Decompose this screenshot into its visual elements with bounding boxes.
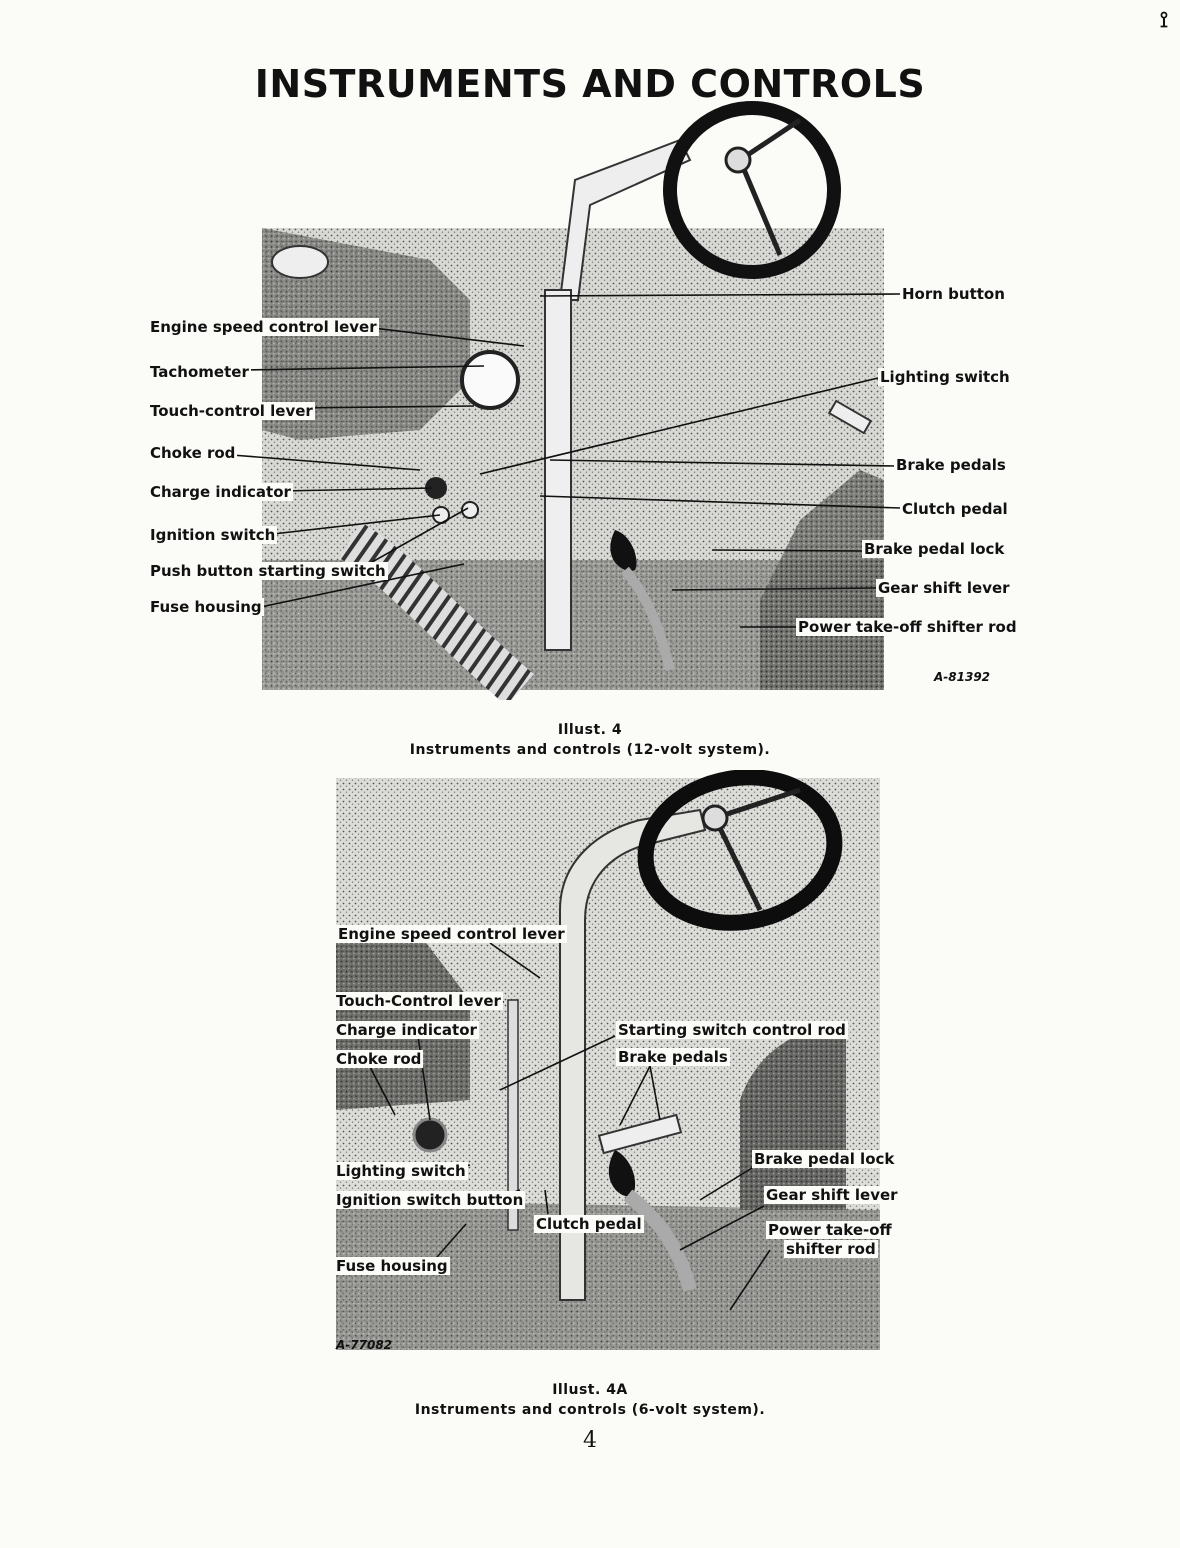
label-4a-brake-pedals: Brake pedals [616,1048,730,1066]
label-4a-power-take-off: Power take-off [766,1221,894,1239]
label-brake-pedals: Brake pedals [894,456,1008,474]
label-engine-speed-control-lever: Engine speed control lever [148,318,379,336]
illustration-4a: Engine speed control lever Touch-Control… [0,770,1180,1360]
illustration-4a-drawing [336,770,880,1350]
label-brake-pedal-lock: Brake pedal lock [862,540,1007,558]
label-4a-brake-pedal-lock: Brake pedal lock [752,1150,897,1168]
label-touch-control-lever: Touch-control lever [148,402,315,420]
label-fuse-housing: Fuse housing [148,598,264,616]
figure-code: A-81392 [934,670,991,684]
label-4a-charge-indicator: Charge indicator [334,1021,479,1039]
label-ignition-switch: Ignition switch [148,526,278,544]
illustration-4-drawing [231,101,901,700]
label-4a-engine-speed-control-lever: Engine speed control lever [336,925,567,943]
figure-code-4a: A-77082 [336,1338,393,1352]
label-4a-touch-control-lever: Touch-Control lever [334,992,503,1010]
label-4a-fuse-housing: Fuse housing [334,1257,450,1275]
label-gear-shift-lever: Gear shift lever [876,579,1012,597]
label-charge-indicator: Charge indicator [148,483,293,501]
illustration-4: Horn button Engine speed control lever T… [0,0,1180,700]
label-4a-starting-switch-control-rod: Starting switch control rod [616,1021,848,1039]
label-choke-rod: Choke rod [148,444,238,462]
page-number: 4 [583,1428,597,1453]
label-power-take-off-shifter-rod: Power take-off shifter rod [796,618,1019,636]
label-4a-shifter-rod: shifter rod [784,1240,878,1258]
label-clutch-pedal: Clutch pedal [900,500,1010,518]
label-push-button-starting-switch: Push button starting switch [148,562,388,580]
label-horn-button: Horn button [900,285,1007,303]
corner-mark-icon: ⟟ [1159,8,1168,33]
label-tachometer: Tachometer [148,363,251,381]
caption-title-1: Illust. 4 [557,722,623,738]
label-4a-ignition-switch-button: Ignition switch button [334,1191,526,1209]
page-title: INSTRUMENTS AND CONTROLS [254,62,926,106]
caption-text-2: Instruments and controls (6-volt system)… [414,1402,766,1418]
label-4a-lighting-switch: Lighting switch [334,1162,468,1180]
caption-text-1: Instruments and controls (12-volt system… [409,742,771,758]
label-lighting-switch: Lighting switch [878,368,1012,386]
label-4a-gear-shift-lever: Gear shift lever [764,1186,900,1204]
label-4a-choke-rod: Choke rod [334,1050,424,1068]
caption-title-2: Illust. 4A [552,1382,628,1398]
label-4a-clutch-pedal: Clutch pedal [534,1215,644,1233]
